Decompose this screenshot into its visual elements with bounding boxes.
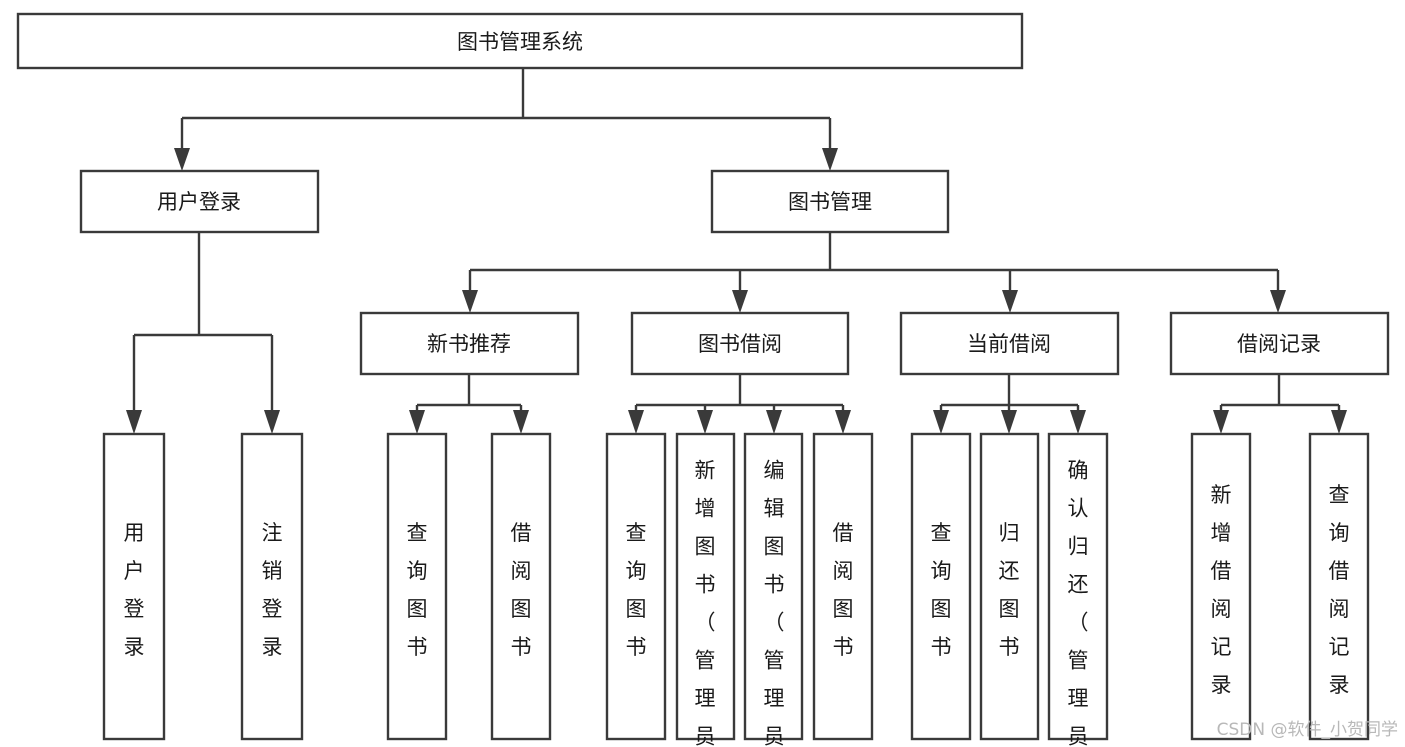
arrow-head-leaf-user-login-0 [126, 410, 142, 434]
leaf-node-user-login-0[interactable]: 用户登录 [102, 432, 166, 741]
connector-group-book-manage-to-level3 [462, 232, 1286, 313]
arrow-head-leaf-book-borrow-3 [835, 410, 851, 434]
arrow-head-leaf-current-borrow-0 [933, 410, 949, 434]
node-book-manage[interactable]: 图书管理 [710, 169, 950, 234]
node-current-borrow-box[interactable] [899, 311, 1120, 376]
leaf-node-new-book-0-label: 查询图书 [407, 521, 428, 659]
leaf-node-book-borrow-2-label: 编辑图书（管理员） [764, 459, 785, 747]
leaf-node-new-book-1-label: 借阅图书 [511, 521, 532, 659]
arrow-head-leaf-book-borrow-1 [697, 410, 713, 434]
leaf-node-current-borrow-0-box[interactable] [910, 432, 972, 741]
leaf-node-user-login-1-box[interactable] [240, 432, 304, 741]
leaf-node-book-borrow-3-label: 借阅图书 [833, 521, 854, 659]
leaf-node-borrow-records-1-box[interactable] [1308, 432, 1370, 741]
arrow-head-book-manage [822, 148, 838, 171]
leaf-node-current-borrow-2-box[interactable] [1047, 432, 1109, 741]
node-root[interactable]: 图书管理系统 [16, 12, 1024, 70]
leaf-node-user-login-1[interactable]: 注销登录 [240, 432, 304, 741]
leaf-node-book-borrow-2-box[interactable] [743, 432, 804, 741]
node-user-login-label: 用户登录 [157, 190, 241, 214]
arrow-head-level3-borrow-records [1270, 290, 1286, 313]
leaf-node-current-borrow-1-box[interactable] [979, 432, 1040, 741]
arrow-head-level3-book-borrow [732, 290, 748, 313]
leaf-node-borrow-records-0-box[interactable] [1190, 432, 1252, 741]
arrow-head-leaf-book-borrow-0 [628, 410, 644, 434]
leaf-node-new-book-1[interactable]: 借阅图书 [490, 432, 552, 741]
node-book-manage-label: 图书管理 [788, 190, 872, 214]
leaf-node-current-borrow-0-label: 查询图书 [931, 521, 952, 659]
node-current-borrow-label: 当前借阅 [967, 332, 1051, 356]
leaf-node-book-borrow-1[interactable]: 新增图书（管理员） [675, 432, 736, 747]
leaf-node-book-borrow-2[interactable]: 编辑图书（管理员） [743, 432, 804, 747]
connector-group-new-book-to-leaves [409, 374, 529, 434]
leaf-node-new-book-1-box[interactable] [490, 432, 552, 741]
leaf-node-borrow-records-1[interactable]: 查询借阅记录 [1308, 432, 1370, 741]
leaf-node-book-borrow-1-label: 新增图书（管理员） [695, 459, 716, 747]
arrow-head-user-login [174, 148, 190, 171]
arrow-head-level3-new-book [462, 290, 478, 313]
arrow-head-leaf-new-book-1 [513, 410, 529, 434]
node-new-book-recommend[interactable]: 新书推荐 [359, 311, 580, 376]
connector-group-user-login-to-leaves [126, 232, 280, 434]
node-root-label: 图书管理系统 [457, 30, 583, 54]
leaf-node-current-borrow-2-label: 确认归还（管理员） [1068, 459, 1089, 747]
leaf-node-user-login-0-box[interactable] [102, 432, 166, 741]
leaf-node-borrow-records-0[interactable]: 新增借阅记录 [1190, 432, 1252, 741]
node-user-login[interactable]: 用户登录 [79, 169, 320, 234]
leaf-node-current-borrow-1[interactable]: 归还图书 [979, 432, 1040, 741]
leaf-node-current-borrow-2[interactable]: 确认归还（管理员） [1047, 432, 1109, 747]
arrow-head-level3-current-borrow [1002, 290, 1018, 313]
node-borrow-records-label: 借阅记录 [1237, 332, 1321, 356]
leaf-node-book-borrow-0[interactable]: 查询图书 [605, 432, 667, 741]
node-root-box[interactable] [16, 12, 1024, 70]
leaf-node-book-borrow-3-box[interactable] [812, 432, 874, 741]
arrow-head-leaf-current-borrow-2 [1070, 410, 1086, 434]
node-current-borrow[interactable]: 当前借阅 [899, 311, 1120, 376]
node-borrow-records[interactable]: 借阅记录 [1169, 311, 1390, 376]
arrow-head-leaf-borrow-records-0 [1213, 410, 1229, 434]
leaf-node-current-borrow-1-label: 归还图书 [999, 521, 1020, 659]
watermark-label: CSDN @软件_小贺同学 [1217, 720, 1398, 740]
leaf-node-borrow-records-0-label: 新增借阅记录 [1211, 483, 1232, 697]
arrow-head-leaf-user-login-1 [264, 410, 280, 434]
arrow-head-leaf-new-book-0 [409, 410, 425, 434]
node-book-borrow[interactable]: 图书借阅 [630, 311, 850, 376]
node-book-manage-box[interactable] [710, 169, 950, 234]
connector-group-borrow-records-to-leaves [1213, 374, 1347, 434]
leaf-node-book-borrow-0-label: 查询图书 [626, 521, 647, 659]
leaf-node-book-borrow-0-box[interactable] [605, 432, 667, 741]
node-book-borrow-label: 图书借阅 [698, 332, 782, 356]
node-new-book-recommend-box[interactable] [359, 311, 580, 376]
leaf-node-current-borrow-0[interactable]: 查询图书 [910, 432, 972, 741]
arrow-head-leaf-current-borrow-1 [1001, 410, 1017, 434]
arrow-head-leaf-borrow-records-1 [1331, 410, 1347, 434]
leaf-node-new-book-0[interactable]: 查询图书 [386, 432, 448, 741]
leaf-node-user-login-1-label: 注销登录 [262, 521, 283, 659]
connector-group-book-borrow-to-leaves [628, 374, 851, 434]
leaf-node-borrow-records-1-label: 查询借阅记录 [1329, 483, 1350, 697]
leaf-node-user-login-0-label: 用户登录 [124, 521, 145, 659]
node-borrow-records-box[interactable] [1169, 311, 1390, 376]
leaf-node-new-book-0-box[interactable] [386, 432, 448, 741]
connector-group-root-to-level2 [174, 68, 838, 171]
leaf-node-book-borrow-1-box[interactable] [675, 432, 736, 741]
node-new-book-recommend-label: 新书推荐 [427, 332, 511, 356]
arrow-head-leaf-book-borrow-2 [766, 410, 782, 434]
leaf-node-book-borrow-3[interactable]: 借阅图书 [812, 432, 874, 741]
node-book-borrow-box[interactable] [630, 311, 850, 376]
connector-group-current-borrow-to-leaves [933, 374, 1086, 434]
